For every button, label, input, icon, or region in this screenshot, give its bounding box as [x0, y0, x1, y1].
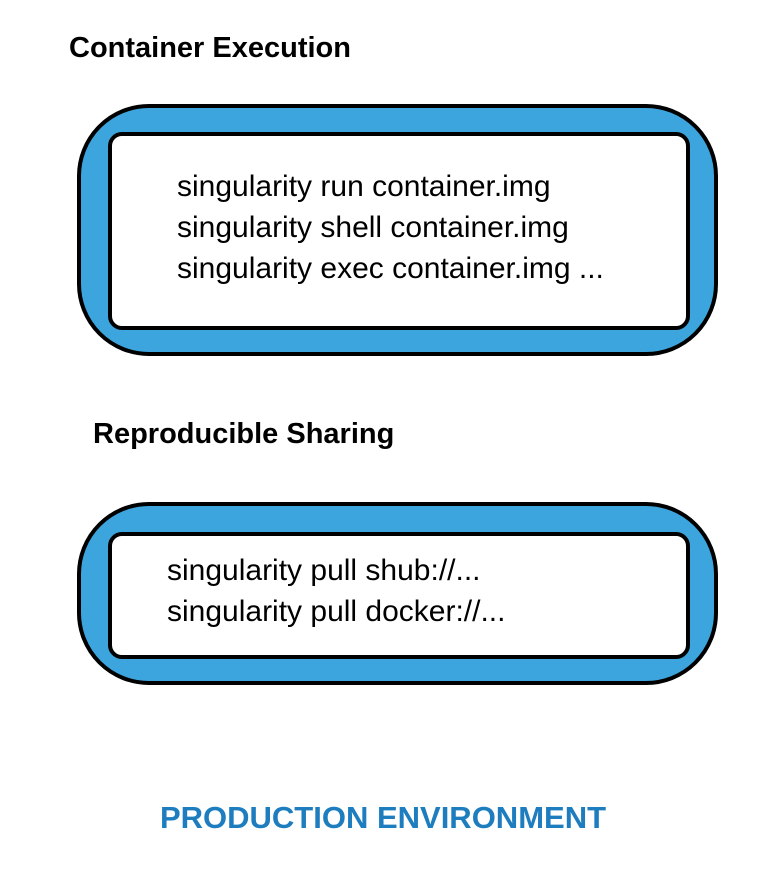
reproducible-sharing-box: singularity pull shub://... singularity …	[77, 502, 718, 685]
command-panel: singularity pull shub://... singularity …	[108, 532, 690, 659]
command-shell: singularity shell container.img	[177, 211, 569, 244]
command-list: singularity run container.img singularit…	[177, 166, 604, 289]
section-title-reproducible-sharing: Reproducible Sharing	[93, 418, 395, 450]
section-title-container-execution: Container Execution	[69, 32, 351, 64]
production-environment-label: PRODUCTION ENVIRONMENT	[159, 800, 607, 835]
command-pull-shub: singularity pull shub://...	[167, 554, 481, 587]
container-execution-box: singularity run container.img singularit…	[77, 104, 718, 356]
command-list: singularity pull shub://... singularity …	[167, 550, 505, 632]
command-exec: singularity exec container.img ...	[177, 252, 604, 285]
command-pull-docker: singularity pull docker://...	[167, 595, 506, 628]
command-panel: singularity run container.img singularit…	[108, 132, 690, 330]
command-run: singularity run container.img	[177, 170, 551, 203]
